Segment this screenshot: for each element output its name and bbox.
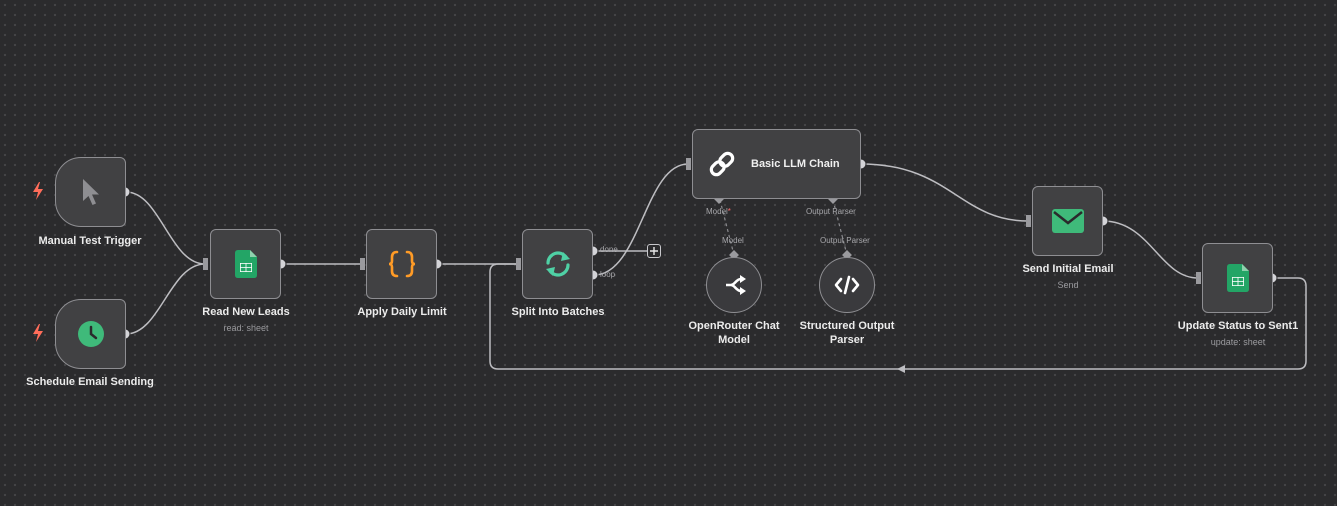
connection-schedule-to-read[interactable] bbox=[125, 263, 206, 335]
split-input-port[interactable] bbox=[516, 258, 521, 270]
daily-limit-label: Apply Daily Limit bbox=[357, 306, 447, 318]
mail-icon bbox=[1051, 209, 1084, 233]
code-tag-icon bbox=[834, 275, 860, 295]
parser-port-label: Output Parser bbox=[820, 236, 870, 245]
read-input-port[interactable] bbox=[203, 258, 208, 270]
update-status-node[interactable] bbox=[1202, 243, 1273, 313]
split-loop-label: loop bbox=[600, 270, 616, 279]
llm-chain-title: Basic LLM Chain bbox=[751, 158, 840, 170]
required-marker: * bbox=[727, 207, 731, 216]
send-email-node[interactable] bbox=[1032, 186, 1103, 256]
add-node-button[interactable] bbox=[647, 244, 661, 258]
update-status-label: Update Status to Sent1 update: sheet bbox=[1178, 319, 1298, 349]
update-status-subtitle: update: sheet bbox=[1210, 337, 1266, 347]
daily-limit-node[interactable] bbox=[366, 229, 437, 299]
read-leads-subtitle: read: sheet bbox=[223, 323, 269, 333]
plus-icon bbox=[650, 247, 658, 255]
parser-label: Structured Output Parser bbox=[799, 320, 895, 346]
trigger-bolt-icon bbox=[33, 324, 43, 342]
connection-loop-to-llm[interactable] bbox=[593, 163, 689, 276]
connection-update-loop-back[interactable] bbox=[489, 263, 1307, 370]
code-braces-icon bbox=[388, 250, 415, 278]
split-batches-node[interactable] bbox=[522, 229, 593, 299]
update-input-port[interactable] bbox=[1196, 272, 1201, 284]
loop-back-arrow bbox=[897, 365, 905, 373]
google-sheets-icon bbox=[1226, 264, 1249, 292]
limit-input-port[interactable] bbox=[360, 258, 365, 270]
connection-email-to-update[interactable] bbox=[1102, 220, 1199, 279]
schedule-trigger-label: Schedule Email Sending bbox=[26, 376, 154, 388]
trigger-bolt-icon bbox=[33, 182, 43, 200]
link-icon bbox=[709, 151, 735, 177]
send-email-title: Send Initial Email bbox=[1022, 263, 1114, 275]
connection-llm-to-email[interactable] bbox=[860, 163, 1029, 222]
split-done-label: done bbox=[600, 245, 618, 254]
schedule-trigger-node[interactable] bbox=[55, 299, 126, 369]
manual-trigger-node[interactable] bbox=[55, 157, 126, 227]
cursor-icon bbox=[82, 179, 99, 205]
llm-chain-node[interactable]: Basic LLM Chain bbox=[692, 129, 861, 199]
update-status-title: Update Status to Sent1 bbox=[1177, 320, 1299, 332]
read-leads-node[interactable] bbox=[210, 229, 281, 299]
loop-icon bbox=[545, 251, 570, 277]
read-leads-title: Read New Leads bbox=[202, 306, 290, 318]
email-input-port[interactable] bbox=[1026, 215, 1031, 227]
send-email-subtitle: Send bbox=[1057, 280, 1079, 290]
llm-model-port-label: Model* bbox=[706, 207, 731, 216]
llm-parser-port-label: Output Parser bbox=[806, 207, 856, 216]
read-leads-label: Read New Leads read: sheet bbox=[202, 305, 289, 335]
split-batches-label: Split Into Batches bbox=[511, 306, 605, 318]
connection-manual-to-read[interactable] bbox=[125, 191, 206, 265]
openrouter-icon bbox=[726, 275, 746, 295]
manual-trigger-label: Manual Test Trigger bbox=[38, 235, 142, 247]
llm-input-port[interactable] bbox=[686, 158, 691, 170]
send-email-label: Send Initial Email Send bbox=[1022, 262, 1113, 292]
openrouter-port-label: Model bbox=[722, 236, 744, 245]
clock-icon bbox=[77, 321, 104, 347]
openrouter-label: OpenRouter Chat Model bbox=[688, 320, 780, 346]
google-sheets-icon bbox=[234, 250, 257, 278]
openrouter-node[interactable] bbox=[706, 257, 762, 313]
parser-node[interactable] bbox=[819, 257, 875, 313]
